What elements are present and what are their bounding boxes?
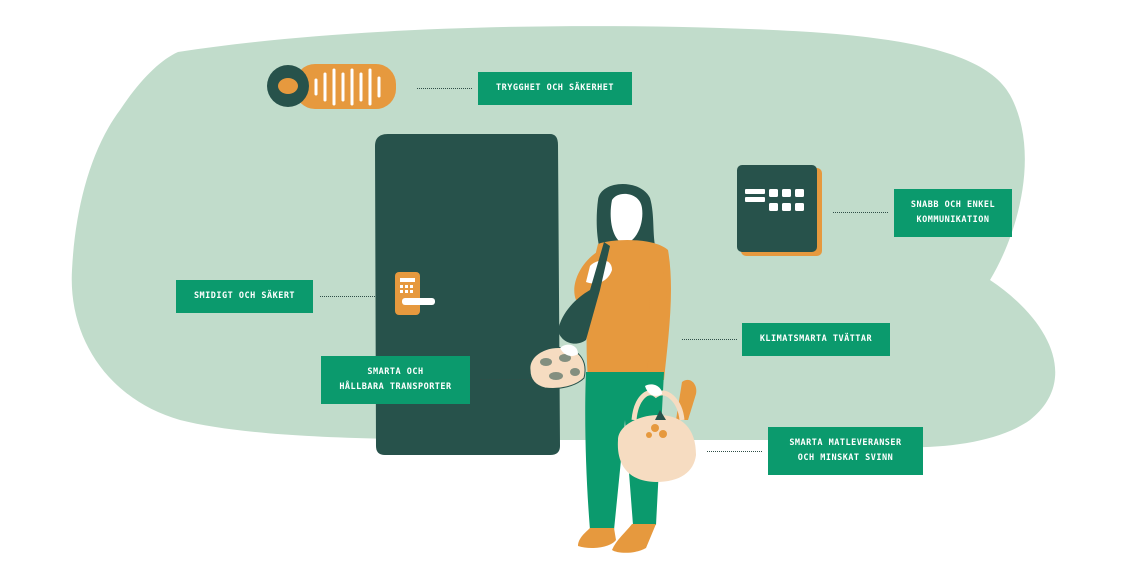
label-line: Smidigt och säkert bbox=[193, 291, 296, 301]
label-line: kommunikation bbox=[916, 215, 990, 225]
connector-security bbox=[417, 88, 472, 89]
key-tag-icon bbox=[267, 64, 396, 109]
label-food: Smarta matleveranser och minskat svinn bbox=[768, 427, 923, 475]
label-communication: Snabb och enkel kommunikation bbox=[894, 189, 1012, 237]
intercom-panel-icon bbox=[737, 165, 822, 256]
grocery-bag-icon bbox=[617, 379, 697, 482]
connector-transport bbox=[480, 379, 530, 380]
connector-laundry bbox=[682, 339, 737, 340]
label-line: Smarta matleveranser bbox=[789, 438, 902, 448]
bike-helmet-icon bbox=[529, 346, 586, 389]
door-keypad-icon bbox=[395, 272, 435, 315]
label-laundry: Klimatsmarta tvättar bbox=[742, 323, 890, 356]
hand bbox=[560, 344, 578, 356]
label-line: hållbara transporter bbox=[339, 382, 452, 392]
hand bbox=[645, 384, 662, 396]
label-line: Klimatsmarta tvättar bbox=[759, 334, 873, 344]
label-security: Trygghet och säkerhet bbox=[478, 72, 632, 105]
label-line: och minskat svinn bbox=[797, 453, 894, 463]
label-smooth: Smidigt och säkert bbox=[176, 280, 313, 313]
label-line: Snabb och enkel bbox=[910, 200, 996, 210]
label-line: Smarta och bbox=[367, 367, 424, 377]
connector-smooth bbox=[320, 296, 375, 297]
label-transport: Smarta och hållbara transporter bbox=[321, 356, 470, 404]
label-line: Trygghet och säkerhet bbox=[496, 83, 614, 93]
connector-food bbox=[707, 451, 762, 452]
connector-communication bbox=[833, 212, 888, 213]
woman-figure bbox=[558, 183, 671, 553]
